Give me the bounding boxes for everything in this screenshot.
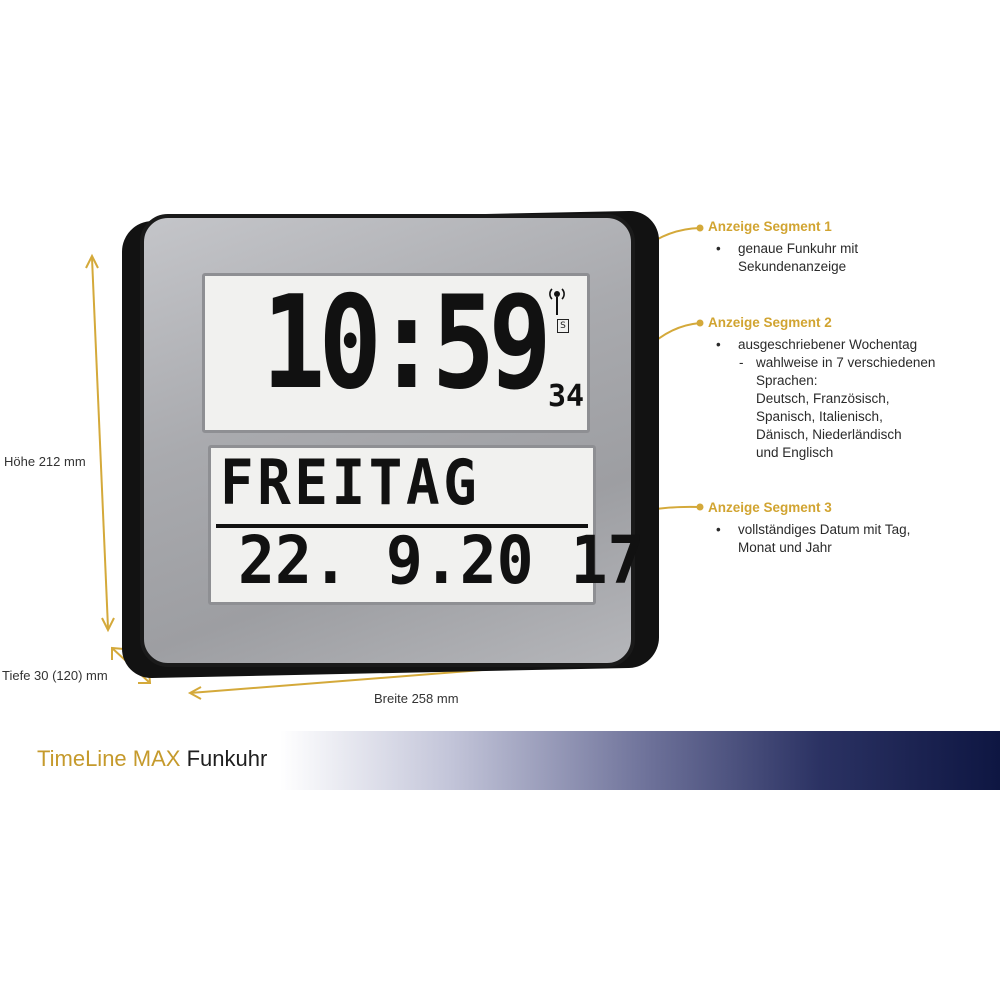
banner-title: TimeLine MAX Funkuhr bbox=[37, 746, 267, 772]
banner-gradient bbox=[0, 731, 1000, 790]
callout-sub-line: und Englisch bbox=[756, 445, 834, 460]
lcd-divider bbox=[216, 524, 588, 528]
callout-sub-item: -wahlweise in 7 verschiedenen bbox=[739, 355, 936, 370]
callout-sub-line: Deutsch, Französisch, bbox=[756, 391, 890, 406]
dst-indicator-icon: S bbox=[557, 319, 569, 333]
depth-label: Tiefe 30 (120) mm bbox=[2, 668, 108, 683]
callout-segment-1: Anzeige Segment 1 genaue Funkuhr mit Sek… bbox=[708, 219, 998, 276]
callout-bullet: vollständiges Datum mit Tag, Monat und J… bbox=[708, 521, 918, 557]
weekday-display: FREITAG bbox=[220, 446, 481, 519]
callout-segment-2: Anzeige Segment 2 ausgeschriebener Woche… bbox=[708, 315, 998, 462]
seconds-display: 34 bbox=[548, 379, 585, 414]
width-label: Breite 258 mm bbox=[374, 691, 459, 706]
height-arrow bbox=[91, 257, 109, 629]
callout-title: Anzeige Segment 3 bbox=[708, 500, 832, 515]
height-label: Höhe 212 mm bbox=[4, 454, 86, 469]
time-display: 10:59 bbox=[262, 269, 552, 418]
callout-title: Anzeige Segment 1 bbox=[708, 219, 832, 234]
lcd-segment-1 bbox=[202, 273, 590, 433]
callout-sub-line: wahlweise in 7 verschiedenen bbox=[756, 355, 936, 370]
callout-sub-line: Spanisch, Italienisch, bbox=[756, 409, 883, 424]
banner-product: Funkuhr bbox=[186, 746, 268, 771]
radio-signal-icon bbox=[549, 288, 565, 315]
banner-brand: TimeLine MAX bbox=[37, 746, 181, 771]
callout-sub-line: Sprachen: bbox=[756, 373, 818, 388]
callout-title: Anzeige Segment 2 bbox=[708, 315, 832, 330]
callout-bullet: ausgeschriebener Wochentag bbox=[708, 336, 998, 354]
callout-sub-line: Dänisch, Niederländisch bbox=[756, 427, 902, 442]
callout-bullet: genaue Funkuhr mit Sekundenanzeige bbox=[708, 240, 888, 276]
callout-segment-3: Anzeige Segment 3 vollständiges Datum mi… bbox=[708, 500, 998, 557]
date-display: 22. 9.20 17 bbox=[238, 522, 645, 599]
